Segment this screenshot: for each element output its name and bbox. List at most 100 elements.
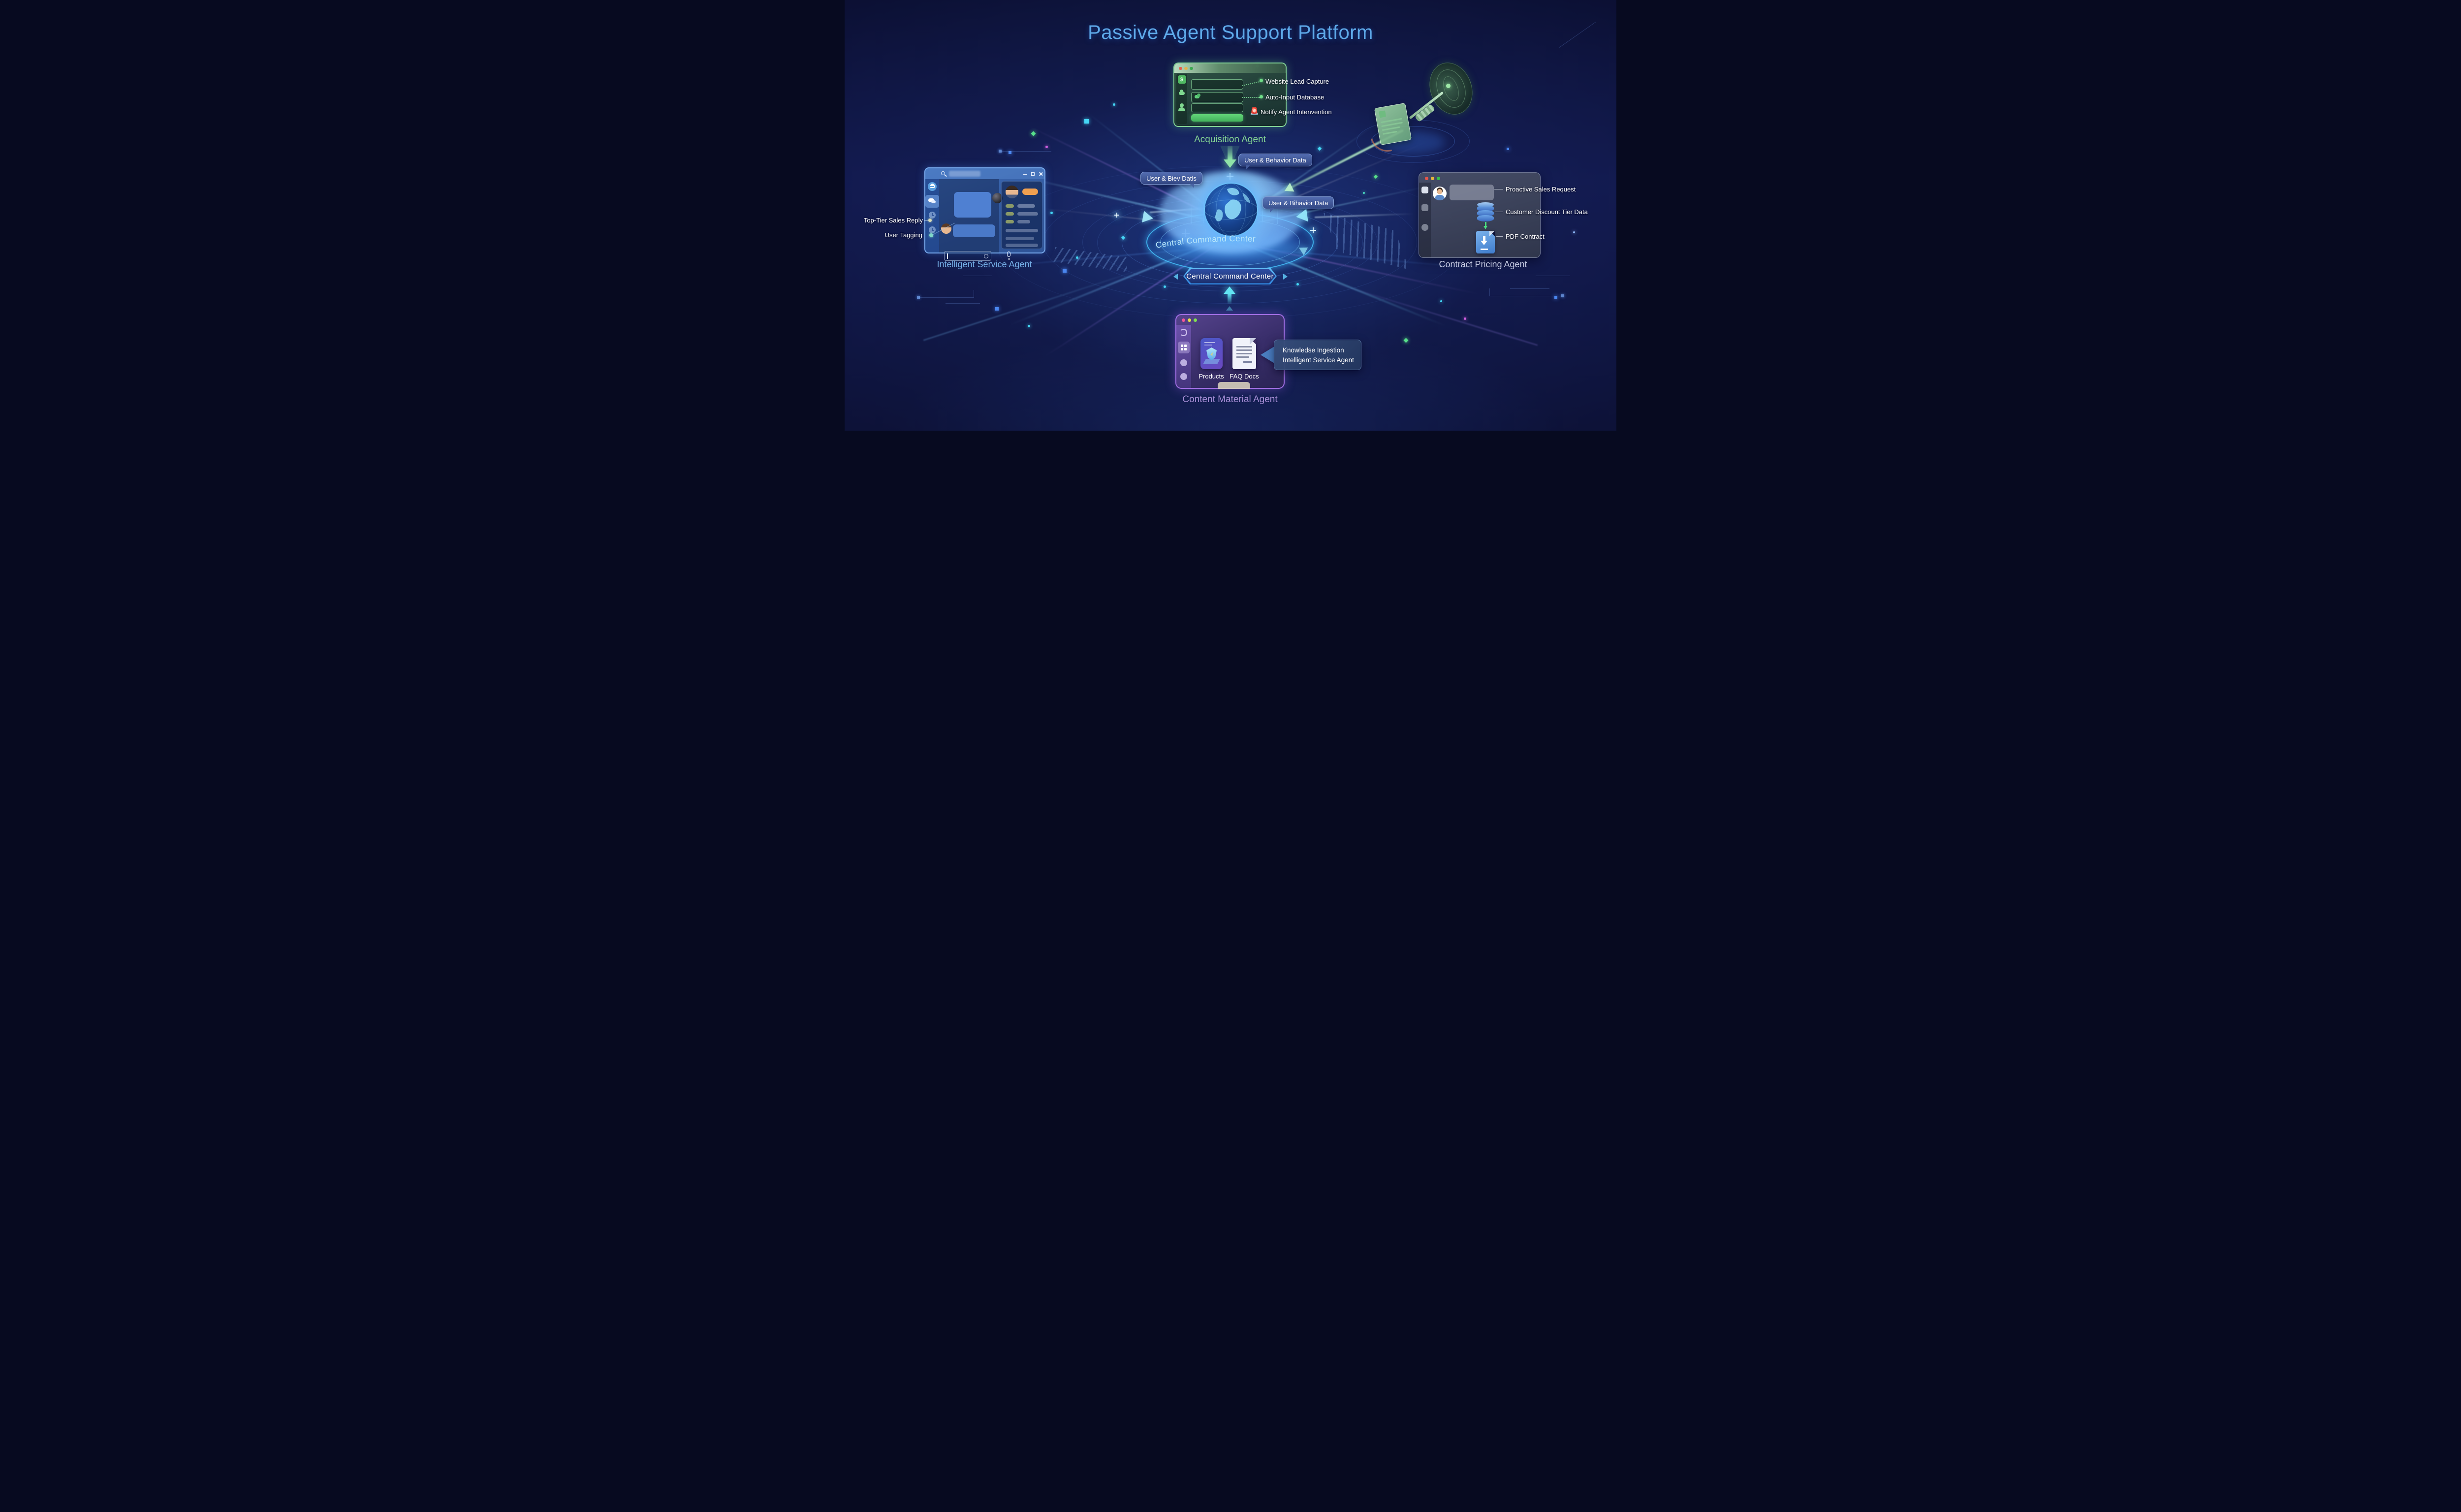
info-pill xyxy=(1017,220,1030,223)
particle xyxy=(1084,119,1089,124)
service-titlebar xyxy=(925,168,1044,179)
auto-fill-icon xyxy=(1195,94,1200,98)
info-pill xyxy=(1006,229,1038,232)
globe-icon xyxy=(1180,373,1187,380)
database-icon xyxy=(1477,202,1494,221)
tag-pill xyxy=(1022,189,1038,195)
svg-text:Central Command Center: Central Command Center xyxy=(1155,234,1256,250)
service-label-2: User Tagging xyxy=(884,231,922,239)
form-field xyxy=(1191,79,1243,90)
info-pill xyxy=(1017,204,1035,208)
faq-docs-label: FAQ Docs xyxy=(1230,373,1259,380)
person-icon xyxy=(1178,103,1185,111)
acquisition-agent-window: $ xyxy=(1173,63,1287,127)
chat-area xyxy=(939,179,1010,261)
particle xyxy=(995,307,999,311)
satellite-antenna xyxy=(1352,56,1489,171)
particle xyxy=(1373,174,1378,179)
callout-line-1: Knowledse Ingestion xyxy=(1283,346,1344,354)
particle xyxy=(1045,146,1048,148)
leader-dot xyxy=(929,233,933,237)
particle xyxy=(1403,338,1409,343)
service-agent-window xyxy=(924,167,1045,261)
base-ring xyxy=(1371,126,1455,157)
base-ring xyxy=(1357,120,1470,163)
folder-icon xyxy=(1218,382,1250,389)
siren-icon: 🚨 xyxy=(1250,107,1259,116)
chevron-right-icon xyxy=(1283,274,1288,280)
callout-arrow-icon xyxy=(1261,346,1274,363)
avatar xyxy=(992,193,1003,203)
down-arrow-icon xyxy=(1483,222,1487,230)
tag-chip xyxy=(1006,220,1014,223)
minimize-dot-icon xyxy=(1184,66,1188,70)
particle xyxy=(1009,151,1011,154)
data-badge-right: User & Bihavior Data xyxy=(1262,196,1334,213)
pricing-label-2: Customer Discount Tier Data xyxy=(1506,208,1588,216)
maximize-dot-icon xyxy=(1194,318,1197,322)
circuit-line xyxy=(1001,151,1051,152)
request-bubble xyxy=(1450,185,1494,200)
pdf-download-icon xyxy=(1476,231,1495,253)
circuit-line xyxy=(946,303,980,304)
knowledge-callout: Knowledse Ingestion Intelligent Service … xyxy=(1274,340,1361,370)
circuit-line xyxy=(1510,288,1549,289)
close-dot-icon xyxy=(1182,318,1185,322)
user-icon xyxy=(1180,359,1187,366)
data-badge-left: User & Biev Datls xyxy=(1140,172,1202,188)
leader-line xyxy=(1496,236,1503,237)
service-label-1: Top-Tier Sales Reply xyxy=(863,217,923,224)
chat-bubble xyxy=(953,224,995,237)
info-pill xyxy=(1006,244,1038,247)
contact-card xyxy=(1001,181,1042,249)
circuit-node xyxy=(917,296,920,299)
form-field xyxy=(1191,103,1243,112)
form-field xyxy=(1191,92,1243,102)
products-label: Products xyxy=(1199,373,1224,380)
circuit-line xyxy=(1559,22,1596,48)
acquisition-label-1: Website Lead Capture xyxy=(1265,78,1329,85)
service-sidebar xyxy=(925,179,939,252)
particle xyxy=(1113,103,1115,106)
acquisition-agent-caption: Acquisition Agent xyxy=(1194,134,1266,145)
emoji-icon xyxy=(984,254,988,258)
maximize-dot-icon xyxy=(1437,177,1440,180)
grid-tab-icon xyxy=(1178,342,1190,353)
particle xyxy=(1464,317,1466,320)
leader-dot xyxy=(1260,79,1263,82)
content-sidebar xyxy=(1176,325,1191,388)
central-command-badge: Central Command Center xyxy=(1183,268,1277,284)
circuit-line xyxy=(918,297,974,298)
avatar-icon xyxy=(928,182,937,191)
acquisition-label-2: Auto-Input Database xyxy=(1265,94,1325,101)
maximize-dot-icon xyxy=(1190,66,1193,70)
particle xyxy=(1554,296,1557,299)
leader-dotted-line xyxy=(1242,97,1260,98)
circuit-line xyxy=(1489,288,1490,296)
central-command-badge-label: Central Command Center xyxy=(1184,269,1276,284)
service-agent-caption: Intelligent Service Agent xyxy=(937,259,1032,269)
diagram-canvas: Passive Agent Support Platform Central C… xyxy=(845,0,1616,431)
acquisition-titlebar xyxy=(1174,63,1286,73)
data-badge-left-label: User & Biev Datls xyxy=(1146,174,1197,182)
particle xyxy=(1031,131,1036,136)
particle xyxy=(1317,146,1322,151)
search-icon xyxy=(941,171,945,175)
data-badge-right-label: User & Bihavior Data xyxy=(1268,199,1328,207)
antenna-feed-icon xyxy=(1446,84,1451,88)
customer-avatar xyxy=(1433,187,1447,200)
data-badge-top: User & Behavior Data xyxy=(1238,154,1312,170)
particle xyxy=(1573,231,1575,233)
app-logo-icon xyxy=(1180,329,1187,336)
arrow-into-hub-right-icon xyxy=(1295,209,1308,223)
chat-icon xyxy=(1421,224,1428,231)
clock-icon xyxy=(929,226,936,233)
callout-line-2: Intelligent Service Agent xyxy=(1283,356,1354,364)
close-dot-icon xyxy=(1179,66,1182,70)
leads-icon xyxy=(1179,90,1185,95)
particle xyxy=(1440,300,1442,302)
submit-button xyxy=(1191,114,1243,122)
data-badge-top-label: User & Behavior Data xyxy=(1244,156,1306,164)
pricing-label-1: Proactive Sales Request xyxy=(1506,186,1576,193)
blurred-title xyxy=(949,171,980,177)
